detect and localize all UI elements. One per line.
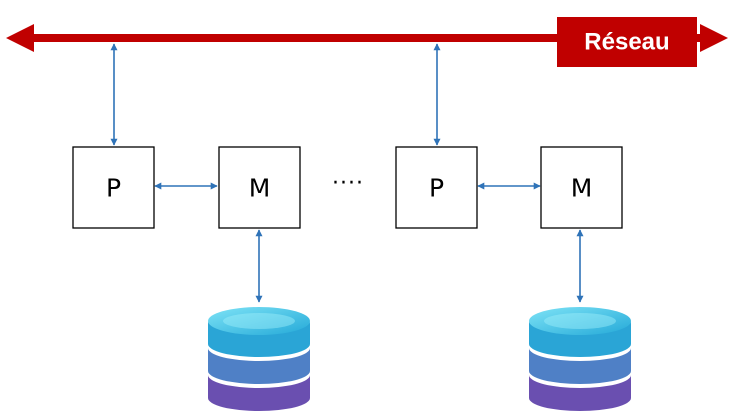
node-label: M xyxy=(571,174,593,203)
ellipsis: ···· xyxy=(332,171,364,196)
network-bus: Réseau xyxy=(6,17,728,67)
node-label: P xyxy=(429,174,444,203)
node-label: P xyxy=(106,174,121,203)
memory-node-2: M xyxy=(540,146,623,229)
network-label: Réseau xyxy=(584,29,669,56)
processor-node-2: P xyxy=(395,146,478,229)
memory-node-1: M xyxy=(218,146,301,229)
network-label-box xyxy=(557,17,697,67)
processor-node-1: P xyxy=(72,146,155,229)
node-label: M xyxy=(249,174,271,203)
database-icon xyxy=(529,307,631,411)
database-icon xyxy=(208,307,310,411)
